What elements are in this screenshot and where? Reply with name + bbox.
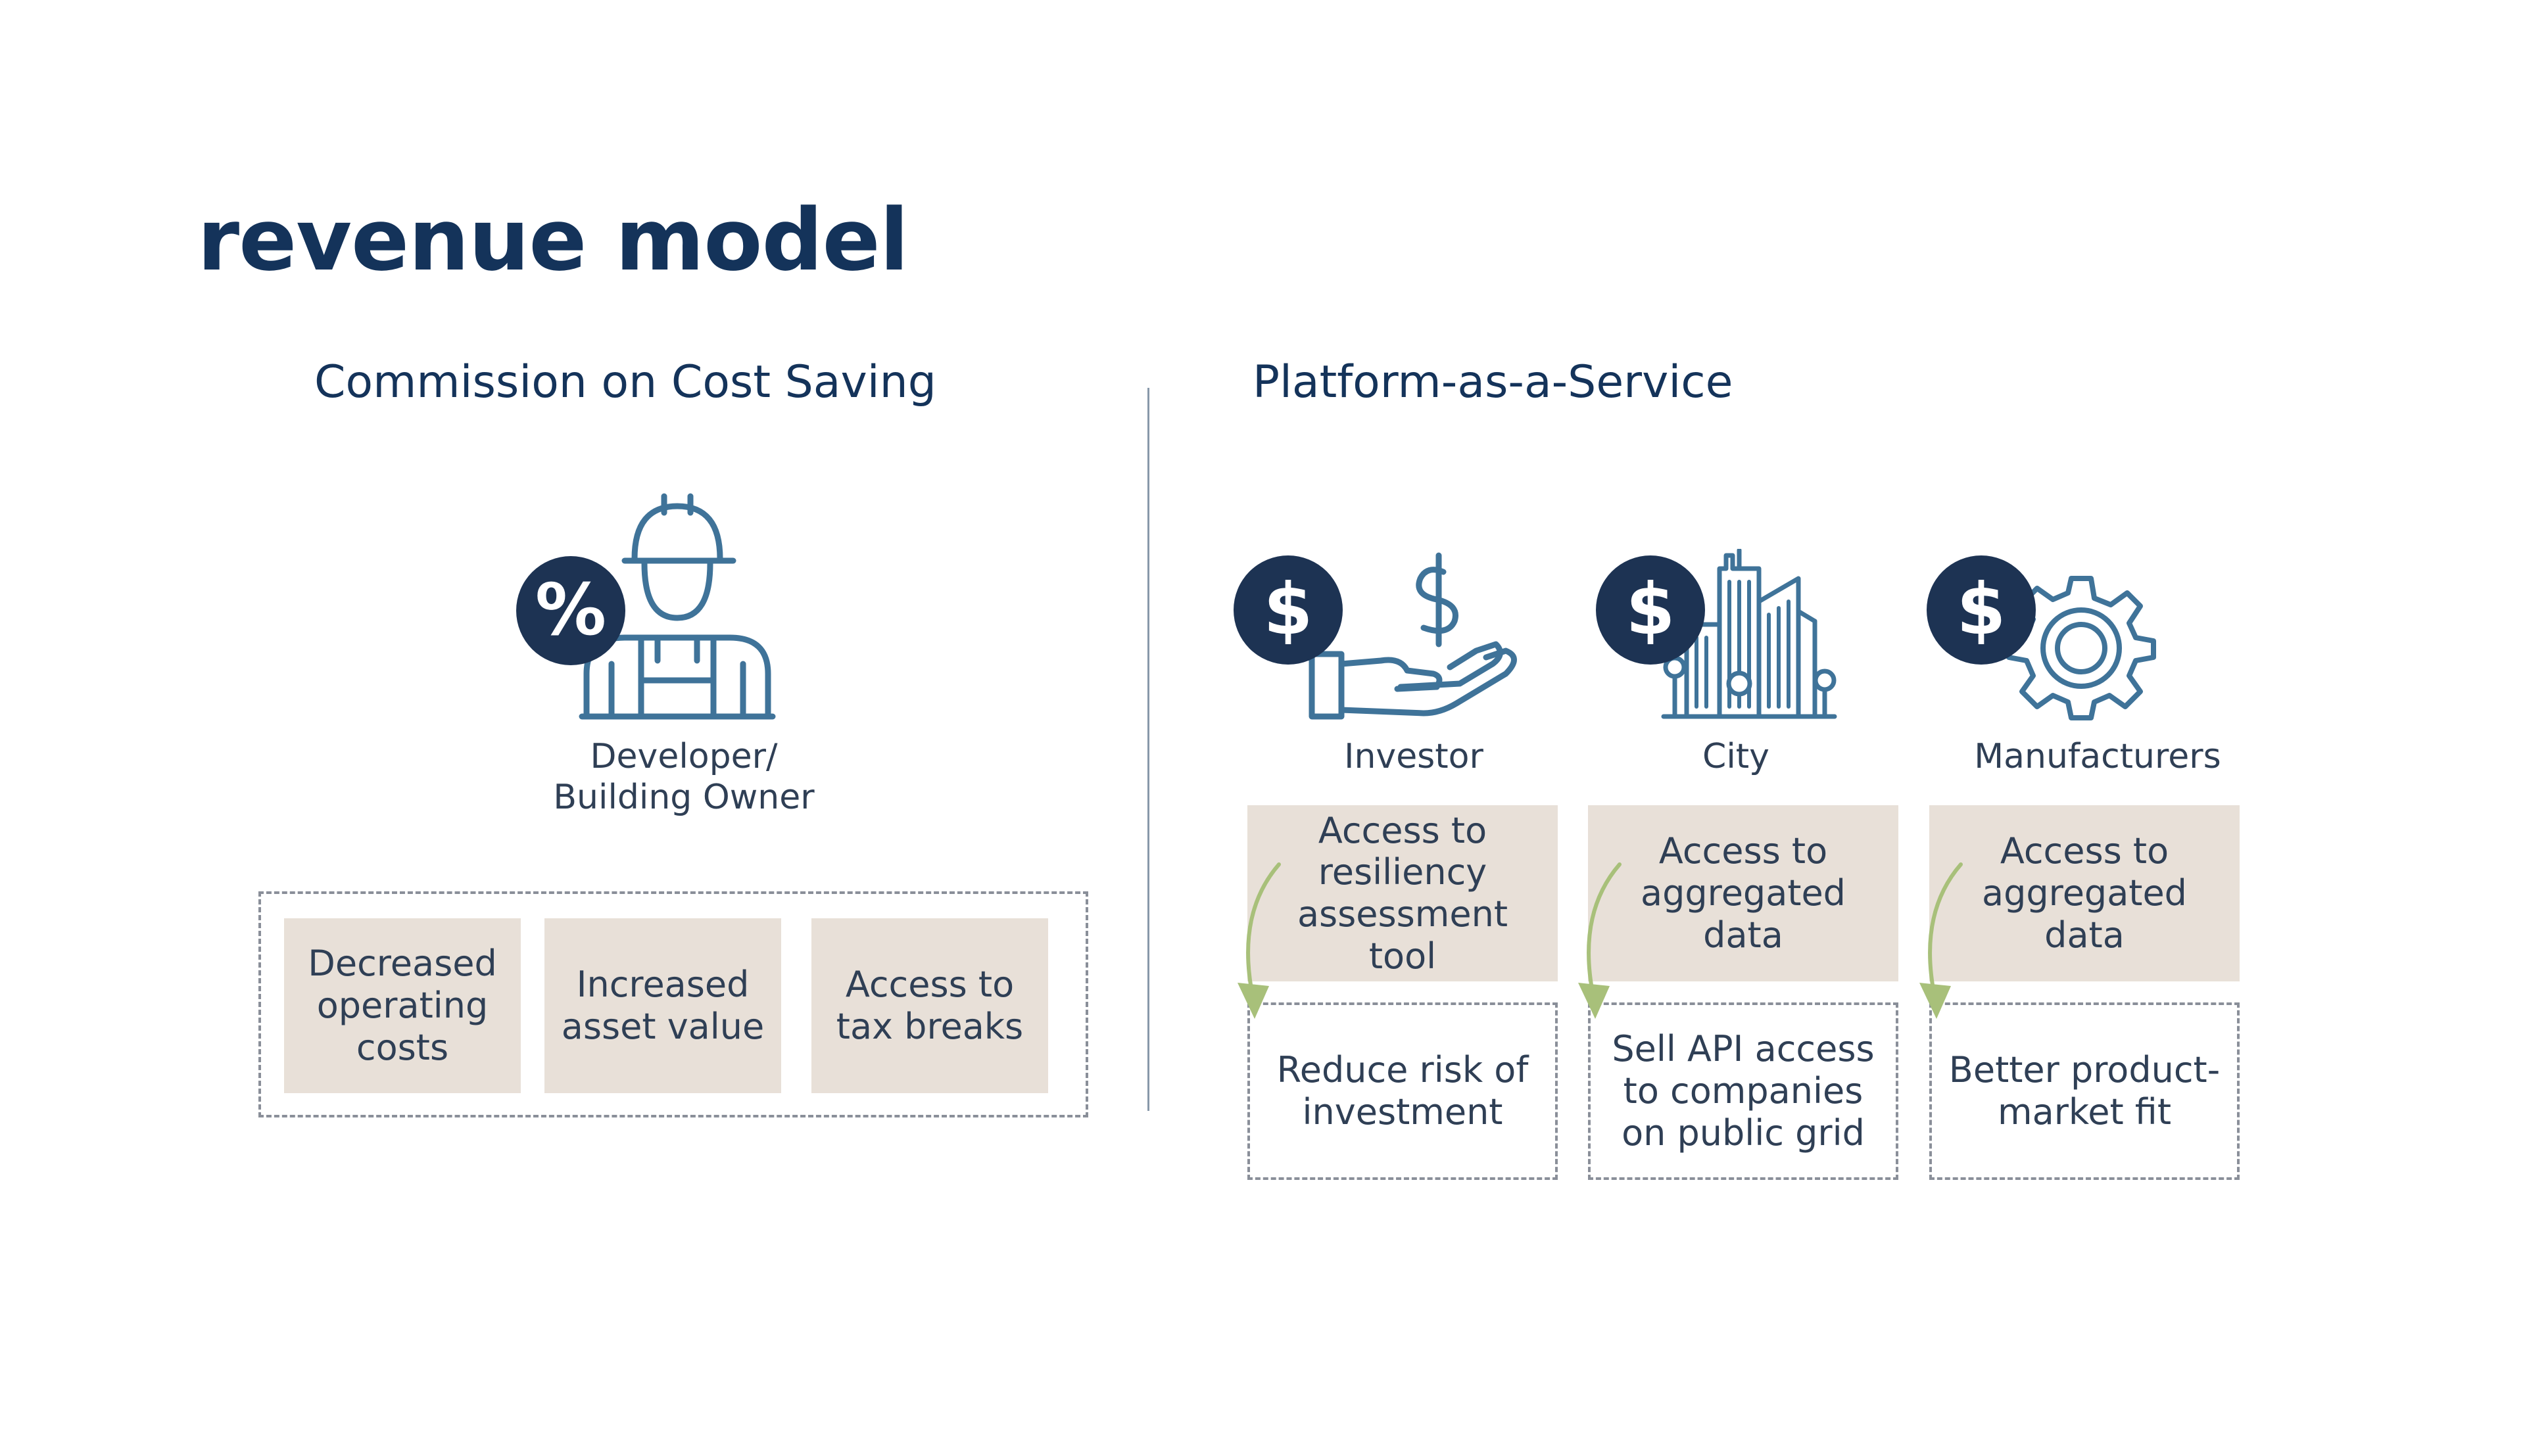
customer-label-manufacturers: Manufacturers — [1974, 737, 2221, 776]
section-title-paas: Platform-as-a-Service — [1253, 356, 1733, 408]
offering-card: Access to aggregated data — [1929, 805, 2240, 981]
offering-card: Access to aggregated data — [1588, 805, 1898, 981]
dollar-badge: $ — [1927, 555, 2036, 665]
persona-label: Developer/ Building Owner — [513, 736, 855, 818]
hand-holding-dollar-icon — [1309, 546, 1526, 723]
offering-card: Access to resiliency assessment tool — [1247, 805, 1558, 981]
customer-label-city: City — [1702, 737, 1769, 776]
outcome-card: Sell API access to companies on public g… — [1588, 1002, 1898, 1180]
section-divider — [1147, 388, 1149, 1111]
benefits-frame — [258, 891, 1088, 1117]
page-title: revenue model — [197, 190, 909, 290]
city-buildings-icon — [1660, 549, 1838, 720]
persona-label-line1: Developer/ — [590, 737, 778, 776]
percent-badge: % — [516, 556, 625, 665]
benefit-card: Access to tax breaks — [811, 918, 1048, 1093]
benefit-card: Increased asset value — [544, 918, 781, 1093]
persona-label-line2: Building Owner — [553, 778, 815, 818]
benefit-card: Decreased operating costs — [284, 918, 521, 1093]
dollar-badge: $ — [1596, 555, 1705, 665]
outcome-card: Reduce risk of investment — [1247, 1002, 1558, 1180]
outcome-card: Better product-market fit — [1929, 1002, 2240, 1180]
customer-label-investor: Investor — [1344, 737, 1483, 776]
dollar-badge: $ — [1234, 555, 1343, 665]
section-title-commission: Commission on Cost Saving — [314, 356, 936, 408]
